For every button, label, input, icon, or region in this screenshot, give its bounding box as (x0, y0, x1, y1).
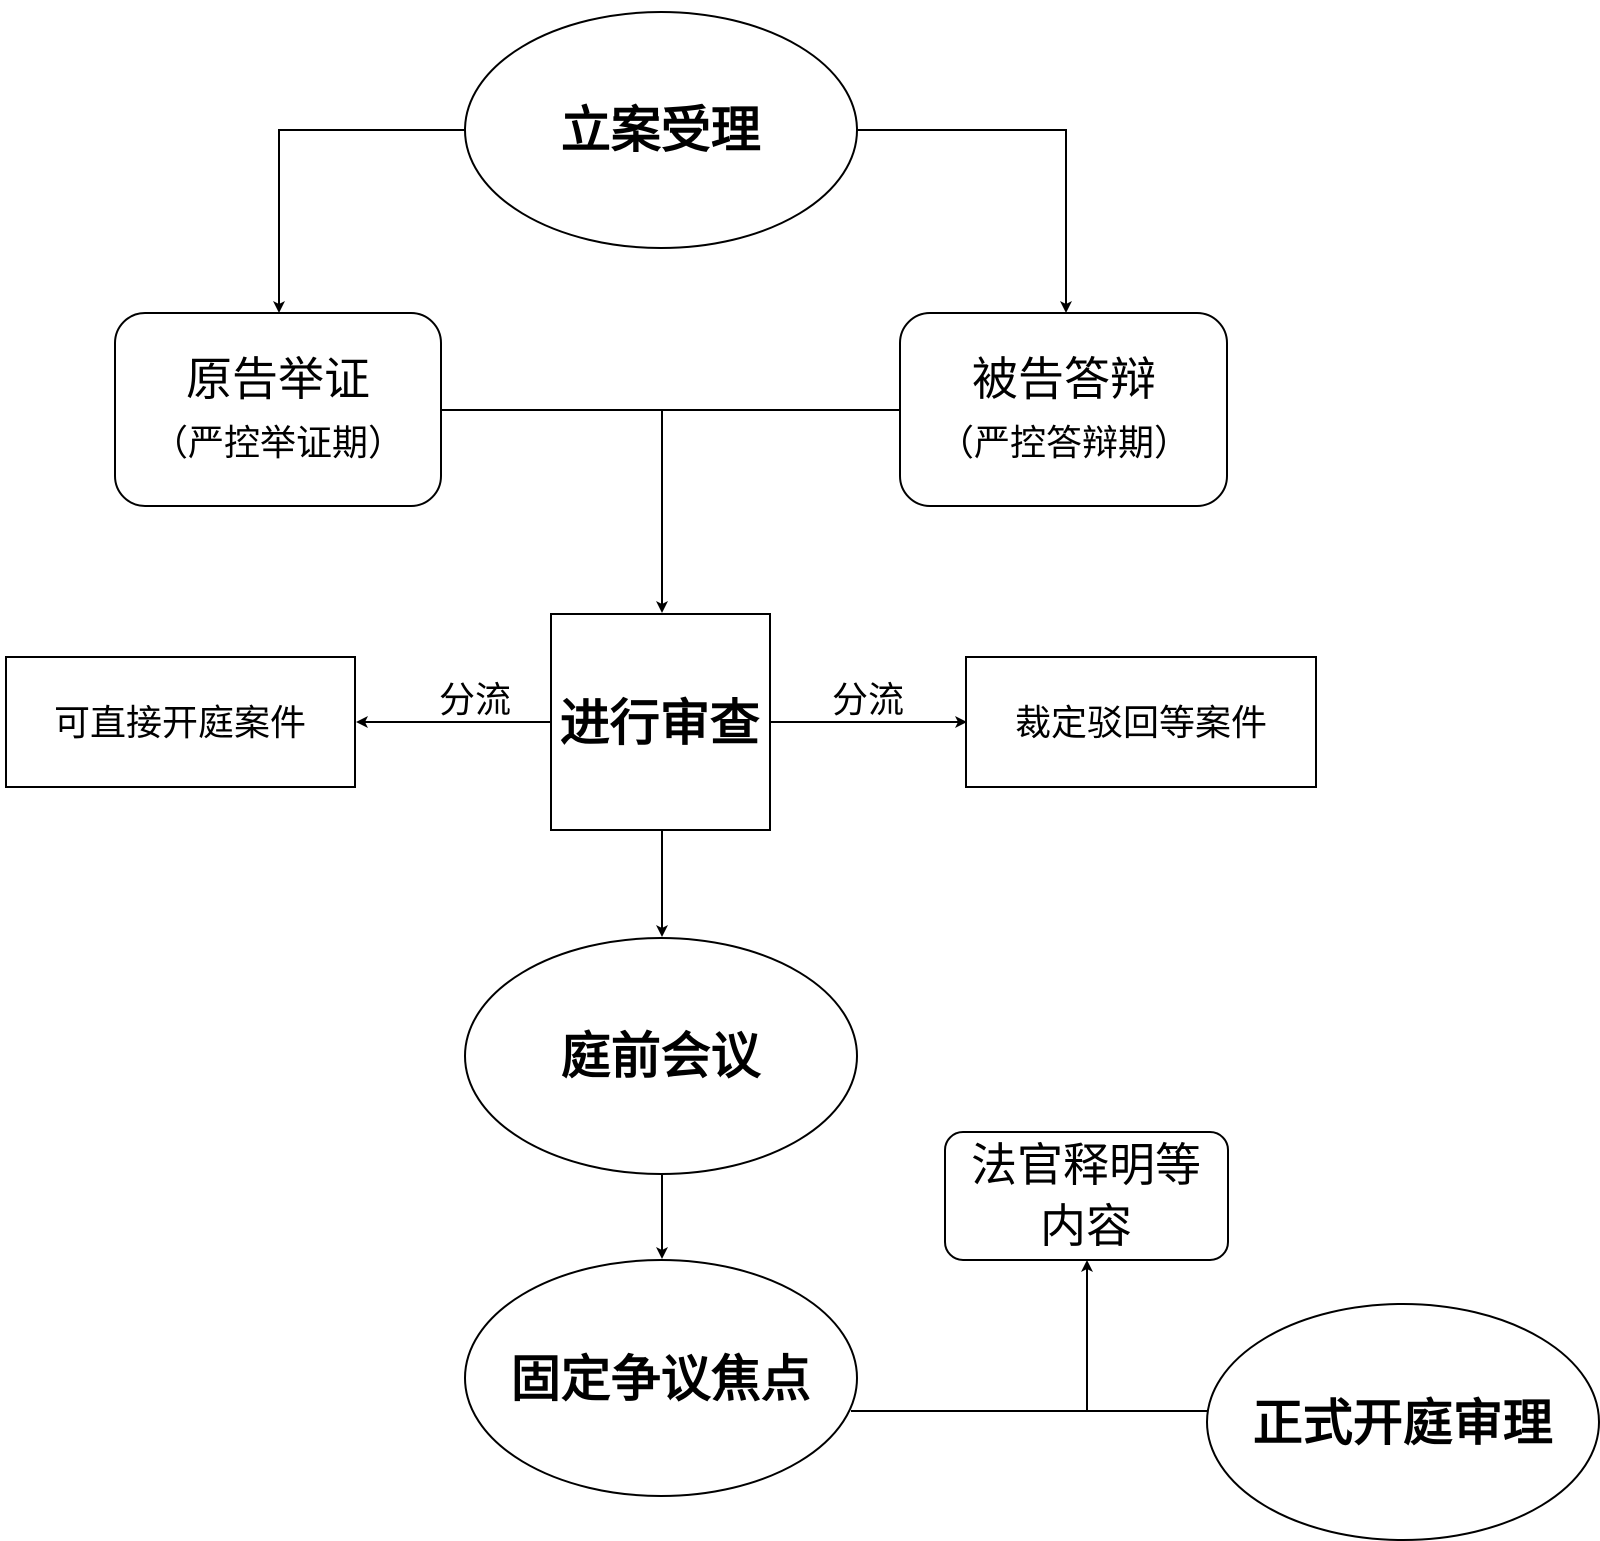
node-case-filing: 立案受理 (464, 11, 858, 249)
node-direct-trial-cases-label: 可直接开庭案件 (54, 703, 306, 744)
node-review-label: 进行审查 (560, 694, 760, 752)
node-plaintiff-evidence-subtitle: （严控举证期） (152, 423, 404, 464)
diversion-label-left: 分流 (439, 680, 511, 721)
node-plaintiff-evidence-title: 原告举证 (186, 352, 370, 406)
node-judge-explanation-line2: 内容 (1040, 1199, 1132, 1253)
node-direct-trial-cases: 可直接开庭案件 (5, 656, 356, 788)
node-formal-trial: 正式开庭审理 (1206, 1303, 1600, 1541)
diversion-label-right: 分流 (832, 680, 904, 721)
node-fix-dispute-focus: 固定争议焦点 (464, 1259, 858, 1497)
node-case-filing-label: 立案受理 (561, 101, 761, 159)
node-pretrial-meeting-label: 庭前会议 (561, 1027, 762, 1085)
node-dismissal-cases-label: 裁定驳回等案件 (1015, 703, 1267, 744)
node-defendant-reply: 被告答辩 （严控答辩期） (899, 312, 1228, 507)
node-pretrial-meeting: 庭前会议 (464, 937, 858, 1175)
node-review: 进行审查 (550, 613, 771, 831)
node-judge-explanation: 法官释明等 内容 (944, 1131, 1229, 1261)
edge-filing-to-plaintiff (273, 129, 465, 313)
node-fix-dispute-focus-label: 固定争议焦点 (511, 1350, 811, 1408)
node-defendant-reply-subtitle: （严控答辩期） (938, 423, 1190, 464)
node-formal-trial-label: 正式开庭审理 (1253, 1394, 1553, 1452)
edge-filing-to-defendant (857, 129, 1072, 313)
node-plaintiff-evidence: 原告举证 （严控举证期） (114, 312, 442, 507)
node-dismissal-cases: 裁定驳回等案件 (965, 656, 1317, 788)
node-defendant-reply-title: 被告答辩 (972, 352, 1156, 406)
node-judge-explanation-line1: 法官释明等 (971, 1138, 1201, 1192)
